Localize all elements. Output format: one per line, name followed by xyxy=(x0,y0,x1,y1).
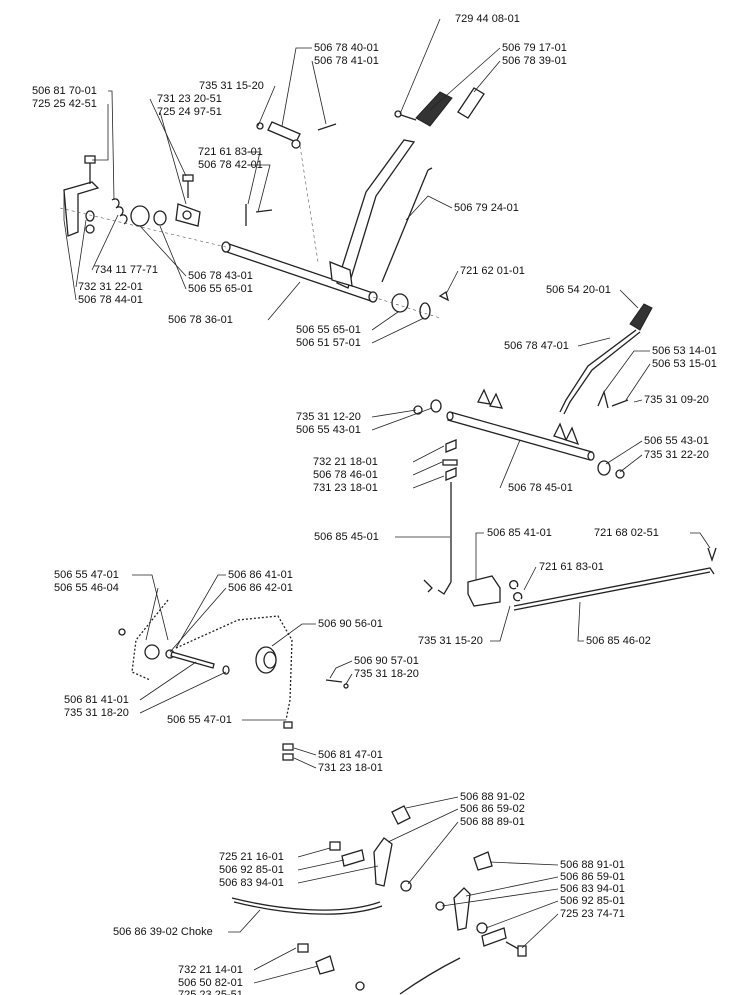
part-label: 732 21 14-01 xyxy=(178,964,243,976)
part-label: 506 55 43-01 xyxy=(296,424,361,436)
part-label: 506 78 47-01 xyxy=(504,340,569,352)
part-label: 731 23 18-01 xyxy=(318,762,383,774)
part-label: 506 55 47-01 xyxy=(167,714,232,726)
part-label: 735 31 15-20 xyxy=(199,80,264,92)
part-label: 506 50 82-01 xyxy=(178,977,243,989)
part-label: 506 83 94-01 xyxy=(560,883,625,895)
part-label: 506 92 85-01 xyxy=(560,895,625,907)
part-label: 732 21 18-01 xyxy=(313,456,378,468)
part-label: 735 31 12-20 xyxy=(296,411,361,423)
part-label: 506 81 47-01 xyxy=(318,749,383,761)
part-label: 725 23 74-71 xyxy=(560,908,625,920)
part-label: 506 78 43-01 xyxy=(188,270,253,282)
part-label: 721 61 83-01 xyxy=(539,561,604,573)
part-label: 506 88 91-02 xyxy=(460,791,525,803)
part-label: 506 55 43-01 xyxy=(644,435,709,447)
part-label: 721 61 83-01 xyxy=(198,146,263,158)
part-label: 506 85 41-01 xyxy=(487,527,552,539)
part-label: 725 23 25-51 xyxy=(178,989,243,995)
part-label: 721 68 02-51 xyxy=(594,527,659,539)
part-label: 725 21 16-01 xyxy=(219,851,284,863)
part-label: 506 55 65-01 xyxy=(188,283,253,295)
part-label: 506 55 47-01 xyxy=(54,569,119,581)
part-label: 735 31 09-20 xyxy=(644,394,709,406)
part-label: 506 86 59-01 xyxy=(560,871,625,883)
part-label: 506 88 91-01 xyxy=(560,859,625,871)
part-label: 506 53 15-01 xyxy=(652,358,717,370)
part-label: 735 31 15-20 xyxy=(418,635,483,647)
part-label: 506 78 42-01 xyxy=(198,159,263,171)
part-label: 506 53 14-01 xyxy=(652,345,717,357)
part-label: 506 55 46-04 xyxy=(54,582,119,594)
part-label: 506 86 41-01 xyxy=(228,569,293,581)
part-label: 506 78 45-01 xyxy=(508,482,573,494)
part-label: 506 88 89-01 xyxy=(460,816,525,828)
part-label: 506 81 70-01 xyxy=(32,85,97,97)
part-label: 732 31 22-01 xyxy=(78,281,143,293)
part-label: 731 23 20-51 xyxy=(157,93,222,105)
part-label: 506 79 24-01 xyxy=(454,202,519,214)
part-label: 721 62 01-01 xyxy=(460,265,525,277)
lever-assembly xyxy=(413,303,717,611)
part-label: 506 92 85-01 xyxy=(219,864,284,876)
chain-assembly xyxy=(118,599,349,761)
part-label: 506 78 41-01 xyxy=(314,55,379,67)
part-label: 506 78 39-01 xyxy=(502,55,567,67)
part-label: 506 54 20-01 xyxy=(546,284,611,296)
part-label: 506 51 57-01 xyxy=(296,337,361,349)
part-label: 506 78 36-01 xyxy=(168,314,233,326)
part-label: 725 25 42-51 xyxy=(32,98,97,110)
part-label: 506 79 17-01 xyxy=(502,42,567,54)
part-label: 735 31 18-20 xyxy=(354,668,419,680)
part-label: 725 24 97-51 xyxy=(157,106,222,118)
part-label: 506 78 46-01 xyxy=(313,469,378,481)
part-label: 506 85 45-01 xyxy=(314,531,379,543)
part-label: 735 31 22-20 xyxy=(644,449,709,461)
part-label: 734 11 77-71 xyxy=(94,264,159,276)
part-label: 506 78 40-01 xyxy=(314,42,379,54)
part-label: 729 44 08-01 xyxy=(455,13,520,25)
part-label: 735 31 18-20 xyxy=(64,707,129,719)
leader-lines xyxy=(63,18,711,984)
part-label: 506 86 42-01 xyxy=(228,582,293,594)
part-label: 506 83 94-01 xyxy=(219,877,284,889)
part-label: 506 86 39-02 Choke xyxy=(113,926,213,938)
main-shaft-assembly xyxy=(59,87,485,320)
part-label: 506 90 56-01 xyxy=(318,618,383,630)
part-label: 506 86 59-02 xyxy=(460,803,525,815)
part-label: 506 81 41-01 xyxy=(64,694,129,706)
part-label: 506 85 46-02 xyxy=(586,635,651,647)
part-label: 506 55 65-01 xyxy=(296,324,361,336)
part-label: 731 23 18-01 xyxy=(313,482,378,494)
part-label: 506 90 57-01 xyxy=(354,655,419,667)
part-label: 506 78 44-01 xyxy=(78,294,143,306)
